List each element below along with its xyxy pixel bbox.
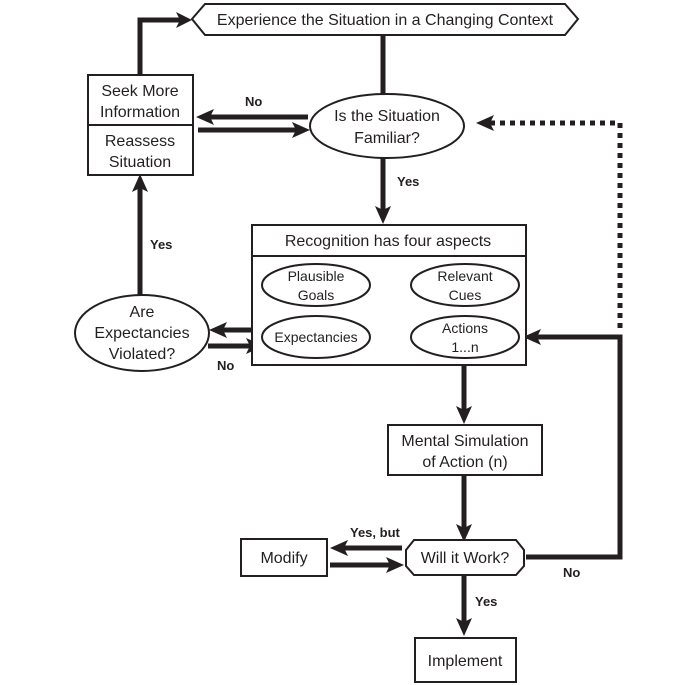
label-violated-no: No [217,358,234,373]
violated-label-3: Violated? [109,346,176,363]
simulation-label-2: of Action (n) [422,454,507,471]
arrowhead [523,329,541,345]
label-familiar-no: No [245,94,262,109]
familiar-label-1: Is the Situation [334,108,440,125]
node-seek-reassess: Seek More Information Reassess Situation [87,74,194,176]
seek-label-2: Information [100,104,180,121]
node-work: Will it Work? [405,539,525,576]
label-violated-yes: Yes [150,237,172,252]
node-simulation: Mental Simulation of Action (n) [387,424,543,476]
arrowhead [456,618,472,636]
edge-seek-to-experience [137,17,180,78]
node-implement: Implement [414,637,517,683]
violated-label-2: Expectancies [94,325,189,342]
arrowhead [132,174,148,192]
goals-label-2: Goals [298,287,335,303]
recognition-title: Recognition has four aspects [285,233,491,250]
cues-label-1: Relevant [437,268,492,284]
seek-label-1: Seek More [101,83,178,100]
work-label: Will it Work? [421,550,510,567]
node-familiar: Is the Situation Familiar? [309,93,465,159]
modify-label: Modify [260,550,307,567]
label-work-yes-but: Yes, but [350,525,401,540]
arrowhead [330,540,348,556]
actions-label-1: Actions [442,320,488,336]
edge-work-no [526,334,623,560]
violated-label-1: Are [130,304,155,321]
arrowhead [196,109,214,125]
node-recognition: Recognition has four aspects Plausible G… [251,224,527,366]
arrowhead [176,12,192,28]
experience-label: Experience the Situation in a Changing C… [217,12,554,29]
reassess-label-2: Situation [109,154,171,171]
label-work-yes: Yes [475,594,497,609]
actions-label-2: 1...n [451,339,478,355]
arrowhead [292,122,310,138]
label-work-no: No [563,565,580,580]
node-experience: Experience the Situation in a Changing C… [190,3,580,36]
familiar-label-2: Familiar? [354,130,420,147]
label-familiar-yes: Yes [397,174,419,189]
cues-label-2: Cues [449,287,482,303]
goals-label-1: Plausible [288,268,345,284]
expectancies-label: Expectancies [274,329,357,345]
arrowhead [456,524,472,542]
reassess-label-1: Reassess [105,133,175,150]
edge-dotted-to-familiar [490,120,623,328]
arrowhead [386,557,404,573]
arrowhead [209,322,227,338]
node-violated: Are Expectancies Violated? [74,294,210,372]
arrowhead [476,115,494,131]
implement-label: Implement [428,653,503,670]
node-modify: Modify [240,538,328,577]
arrowhead [375,206,391,224]
arrowhead [456,406,472,424]
simulation-label-1: Mental Simulation [401,433,528,450]
